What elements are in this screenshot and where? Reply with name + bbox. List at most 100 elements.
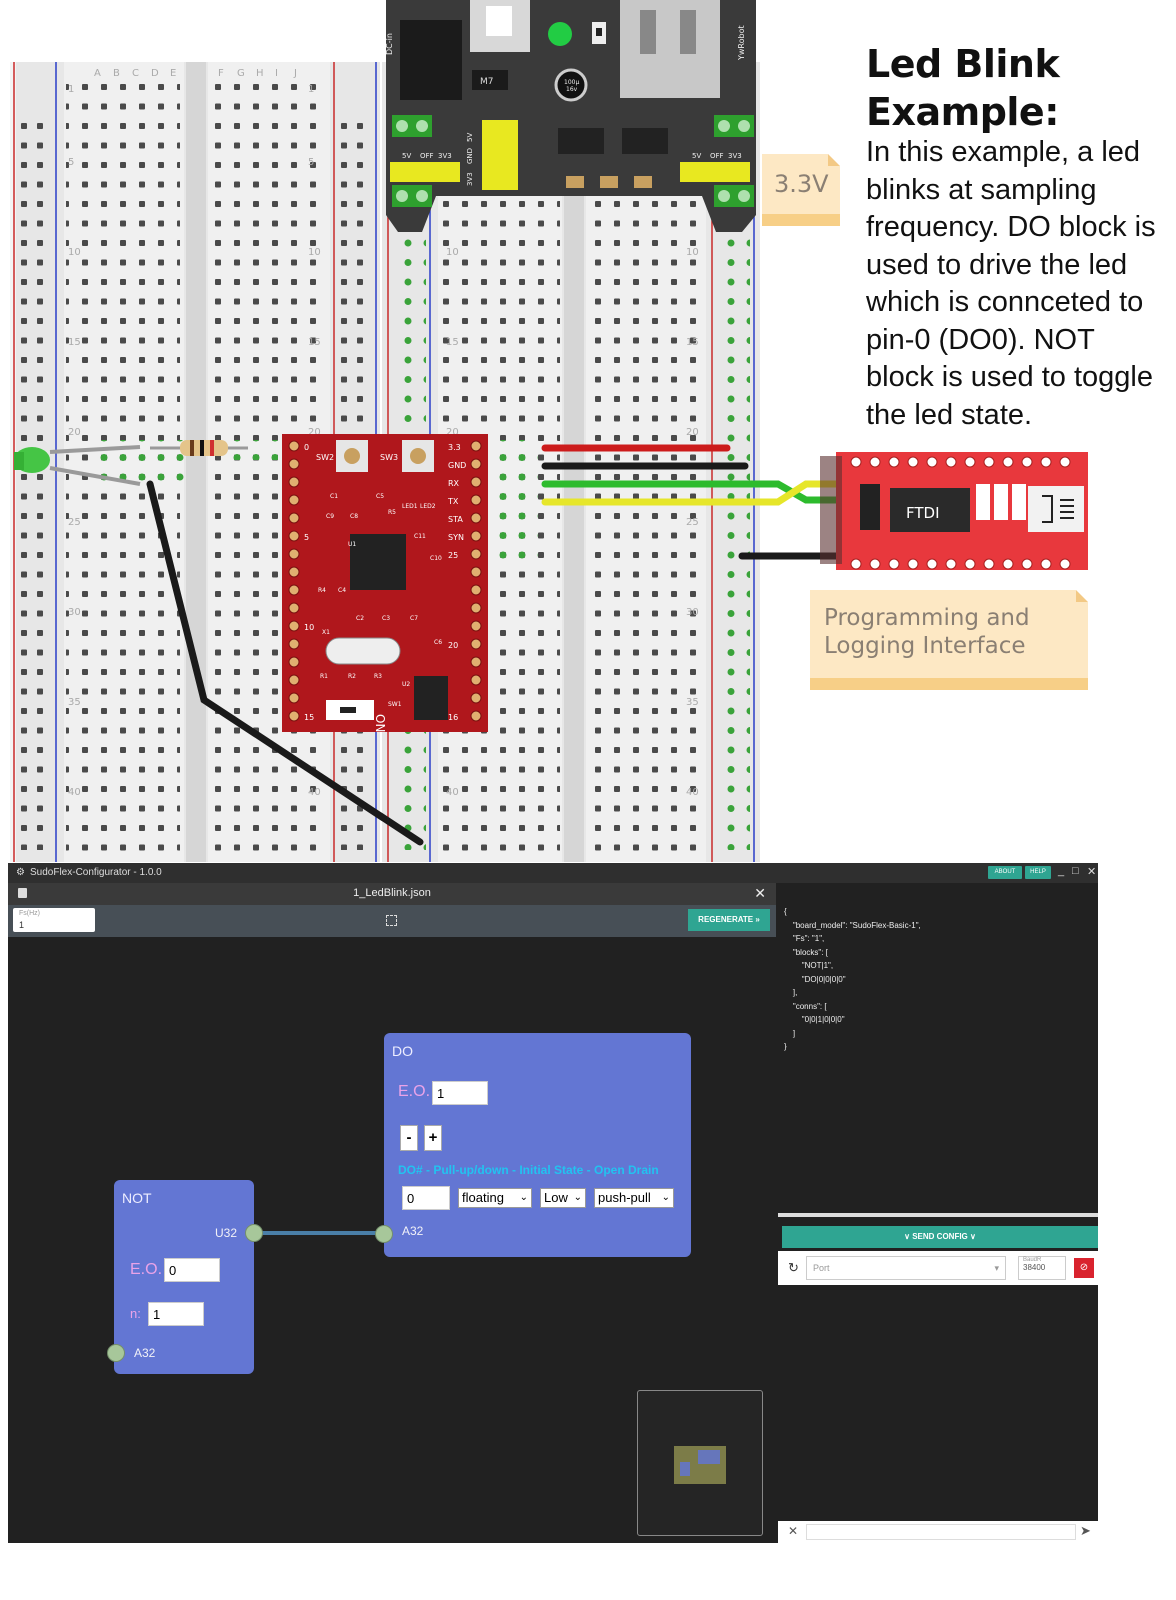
rail-label: 3V3 (438, 152, 452, 160)
switch-label: SW3 (380, 453, 398, 462)
header-pin (470, 566, 482, 578)
part-label: C3 (382, 615, 390, 622)
header-pin (288, 674, 300, 686)
pin-label: RX (448, 479, 460, 488)
fit-view-icon[interactable] (386, 915, 397, 926)
header-pin (288, 476, 300, 488)
part-label: X1 (322, 629, 330, 636)
serial-message-input[interactable] (806, 1524, 1076, 1540)
help-button[interactable]: HELP (1025, 866, 1051, 879)
part-label: LED2 (420, 503, 436, 510)
send-config-button[interactable]: ∨ SEND CONFIG ∨ (782, 1226, 1098, 1248)
port-select[interactable]: Port ▾ (806, 1256, 1006, 1280)
not-n-input[interactable]: 1 (148, 1302, 204, 1326)
do-block[interactable]: DO E.O. 1 - + DO# - Pull-up/down - Initi… (384, 1033, 691, 1257)
header-pin (288, 512, 300, 524)
pull-select[interactable]: floating⌄ (458, 1188, 532, 1208)
ftdi-hole (869, 558, 881, 570)
file-name: 1_LedBlink.json (353, 887, 431, 899)
state-select[interactable]: Low ⌄ (540, 1188, 586, 1208)
remove-pin-button[interactable]: - (400, 1125, 418, 1151)
serial-input-row: ✕ ➤ (778, 1521, 1098, 1543)
do-eo-input[interactable]: 1 (432, 1081, 488, 1105)
regenerate-label: REGENERATE (698, 915, 754, 924)
row-number: 35 (686, 697, 699, 708)
rail-label: OFF (420, 152, 434, 160)
drive-select[interactable]: push-pull⌄ (594, 1188, 674, 1208)
send-icon[interactable]: ➤ (1080, 1523, 1091, 1538)
regenerate-button[interactable]: REGENERATE » (688, 909, 770, 931)
header-pin (288, 620, 300, 632)
column-letter: J (293, 68, 297, 79)
resistor (150, 440, 248, 456)
panel-divider[interactable] (778, 1213, 1098, 1217)
header-pin (288, 548, 300, 560)
not-eo-input[interactable]: 0 (164, 1258, 220, 1282)
not-output-label: U32 (215, 1226, 238, 1240)
part-label: R4 (318, 587, 326, 594)
app-logo-icon: ⚙ (16, 867, 25, 878)
rail-label: 5V (402, 152, 411, 160)
column-letter: G (237, 68, 245, 79)
header-pin (470, 476, 482, 488)
header-pin (288, 602, 300, 614)
chevron-down-icon: ⌄ (573, 1192, 582, 1203)
sticky-interface: Programming and Logging Interface (810, 590, 1088, 690)
fs-label: Fs(Hz) (19, 910, 40, 917)
block-canvas[interactable]: NOT U32 E.O. 0 n: 1 A32 DO E.O. 1 - + DO… (8, 937, 776, 1543)
header-pin (470, 584, 482, 596)
header-pin (288, 584, 300, 596)
add-pin-button[interactable]: + (424, 1125, 442, 1151)
column-letter: I (275, 68, 278, 79)
close-window-icon[interactable]: ✕ (1087, 866, 1097, 878)
pin-label: 0 (304, 443, 309, 452)
do-column-hint: DO# - Pull-up/down - Initial State - Ope… (398, 1163, 659, 1177)
header-pin (288, 440, 300, 452)
column-letter: F (218, 68, 224, 79)
pin-label: 5 (304, 533, 309, 542)
header-pin (470, 458, 482, 470)
not-output-port[interactable] (245, 1224, 263, 1242)
do-pin-input[interactable]: 0 (402, 1186, 450, 1210)
ftdi-hole (907, 456, 919, 468)
chevron-down-icon: ▾ (994, 1263, 999, 1273)
part-label: C7 (410, 615, 418, 622)
minimize-icon[interactable]: _ (1058, 865, 1065, 877)
not-n-label: n: (130, 1306, 141, 1321)
save-icon[interactable] (18, 888, 27, 898)
baud-select[interactable]: BaudR 38400 (1018, 1256, 1066, 1280)
not-block[interactable]: NOT U32 E.O. 0 n: 1 A32 (114, 1180, 254, 1374)
serial-log (778, 1287, 1098, 1519)
close-file-icon[interactable]: ✕ (754, 885, 766, 901)
header-pin (470, 494, 482, 506)
ftdi-hole (964, 558, 976, 570)
about-button[interactable]: ABOUT (988, 866, 1022, 879)
connect-toggle-icon[interactable]: ⊘ (1074, 1258, 1094, 1278)
do-input-label: A32 (402, 1224, 424, 1238)
row-number: 10 (68, 247, 81, 258)
row-number: 40 (68, 787, 81, 798)
json-line: "Fs": "1", (784, 934, 825, 943)
port-select-placeholder: Port (813, 1263, 830, 1273)
refresh-icon[interactable]: ↻ (788, 1260, 799, 1275)
fs-input[interactable]: Fs(Hz) 1 (13, 908, 95, 932)
json-line: "conns": [ (784, 1001, 827, 1011)
state-select-value: Low (544, 1190, 568, 1205)
ftdi-hole (926, 456, 938, 468)
svg-text:100µ: 100µ (564, 79, 579, 86)
header-pin (288, 494, 300, 506)
header-pin (470, 620, 482, 632)
column-letter: C (132, 68, 139, 79)
do-input-port[interactable] (375, 1225, 393, 1243)
clear-icon[interactable]: ✕ (788, 1524, 799, 1538)
minimap[interactable] (637, 1390, 763, 1536)
column-letter: E (170, 68, 176, 79)
part-label: R1 (320, 673, 328, 680)
ftdi-hole (888, 456, 900, 468)
row-number: 40 (686, 787, 699, 798)
column-letter: H (256, 68, 264, 79)
maximize-icon[interactable]: □ (1072, 865, 1079, 877)
not-input-port[interactable] (107, 1344, 125, 1362)
row-number: 20 (686, 427, 699, 438)
row-number: 20 (68, 427, 81, 438)
